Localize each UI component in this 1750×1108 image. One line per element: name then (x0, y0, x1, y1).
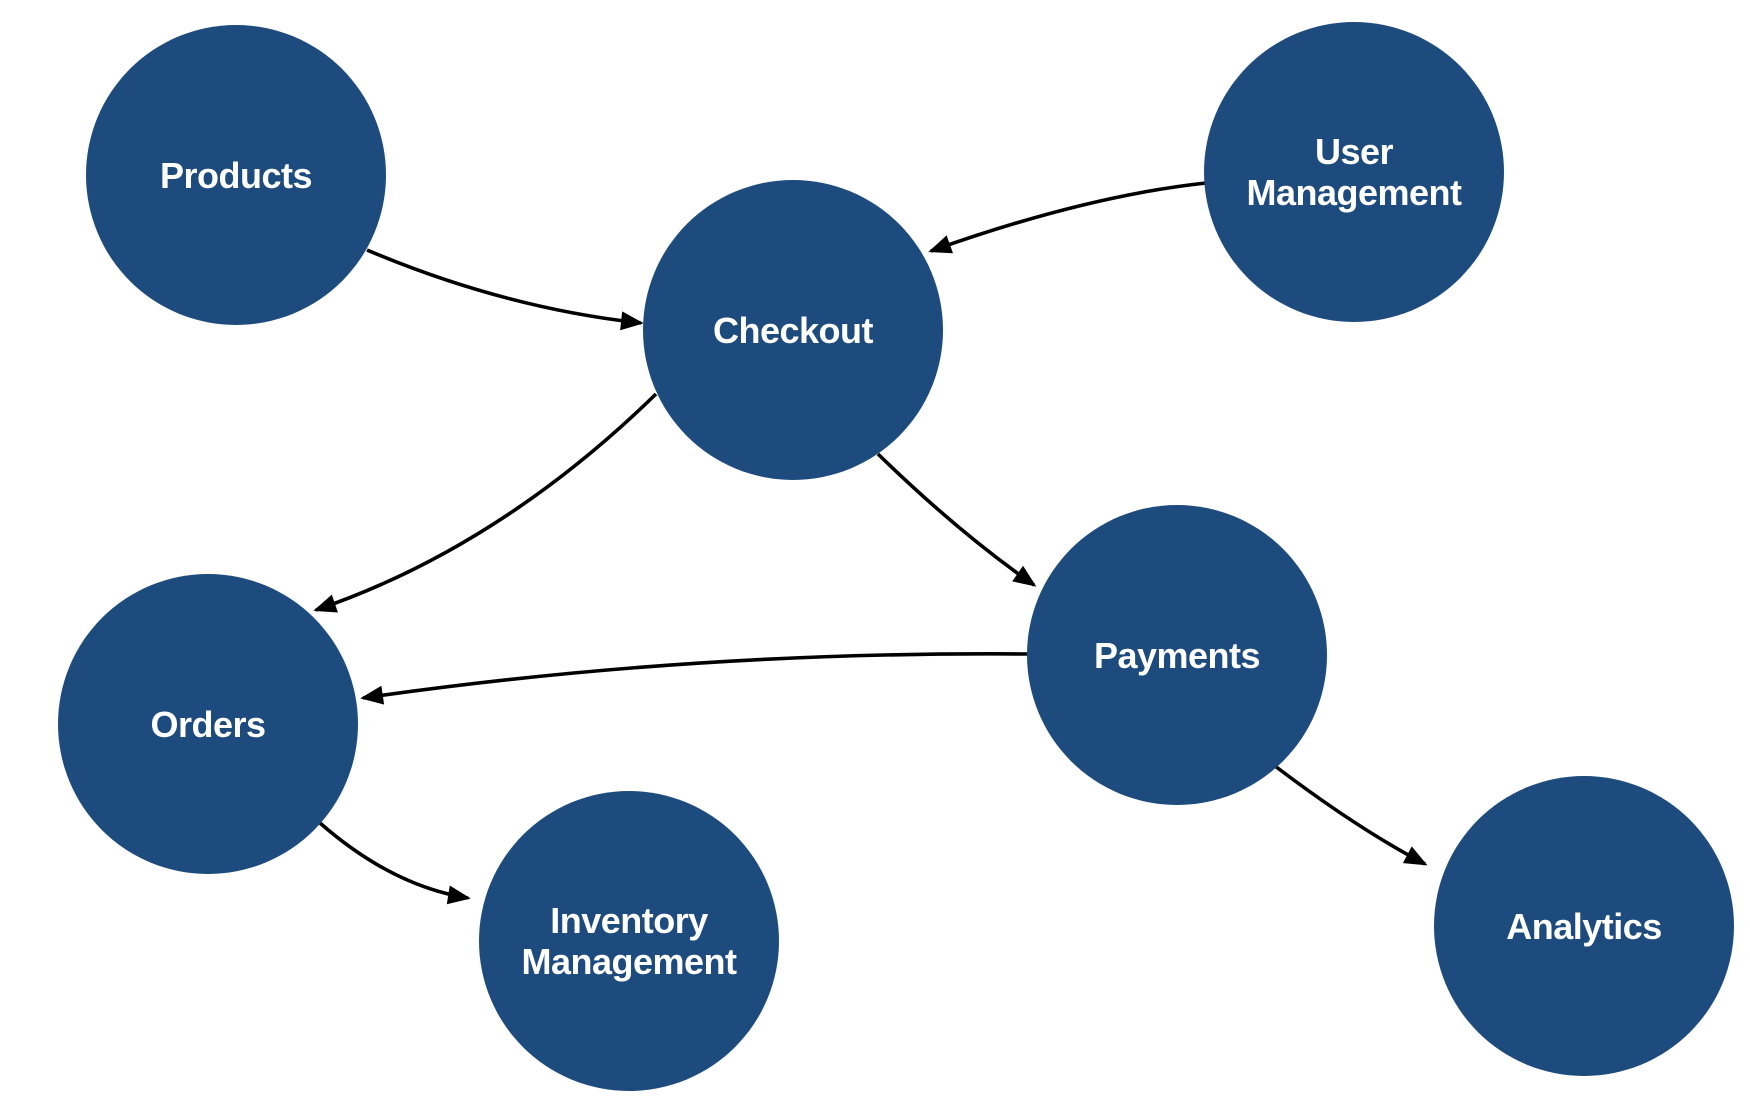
node-payments-label: Payments (1093, 634, 1261, 676)
edge-products-to-checkout (366, 248, 644, 331)
edge-user-management-to-checkout (928, 181, 1207, 254)
node-checkout: Checkout (643, 180, 943, 480)
edge-payments-to-orders (360, 652, 1029, 705)
edge-payments-to-analytics (1273, 764, 1428, 866)
edge-checkout-to-orders (313, 392, 658, 613)
node-payments: Payments (1027, 505, 1327, 805)
node-inventory-management-label: Inventory Management (521, 900, 737, 982)
edge-checkout-to-payments (876, 452, 1037, 587)
node-orders-label: Orders (150, 703, 266, 745)
node-orders: Orders (58, 574, 358, 874)
node-analytics-label: Analytics (1506, 905, 1662, 947)
node-user-management-label: User Management (1246, 131, 1462, 213)
node-inventory-management: Inventory Management (479, 791, 779, 1091)
edge-orders-to-inventory-management (318, 821, 471, 905)
node-user-management: User Management (1204, 22, 1504, 322)
node-products: Products (86, 25, 386, 325)
node-products-label: Products (159, 154, 313, 196)
node-checkout-label: Checkout (712, 309, 874, 351)
node-analytics: Analytics (1434, 776, 1734, 1076)
